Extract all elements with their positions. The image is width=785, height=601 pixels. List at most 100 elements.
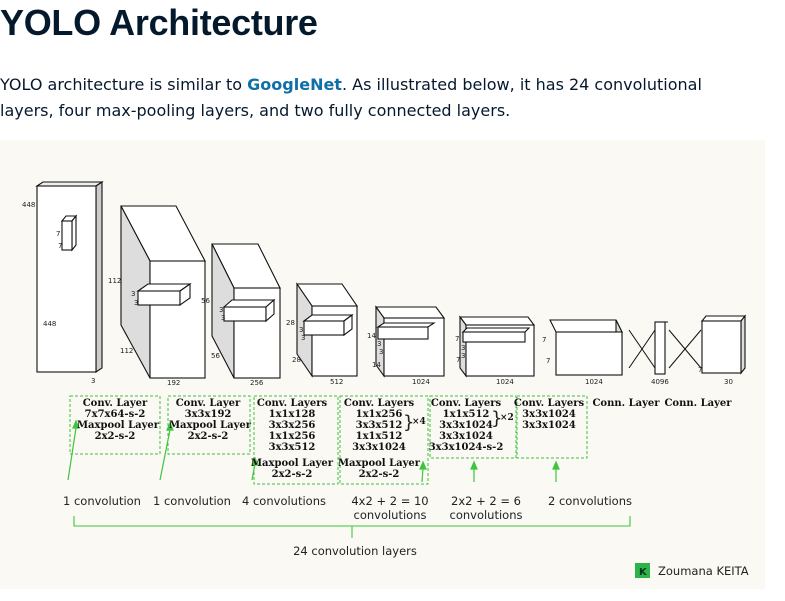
group4-line3: 1x1x512 (356, 431, 403, 442)
b2-size-label: 56 (201, 297, 210, 305)
count-4-sub: convolutions (354, 508, 427, 522)
b3-size-label: 28 (286, 319, 295, 327)
fc-channel-label: 4096 (651, 378, 669, 386)
page-title: YOLO Architecture (0, 2, 318, 43)
group4-repeat: ×4 (412, 417, 426, 427)
group6-line1: 3x3x1024 (522, 409, 576, 420)
b2-channel-label: 256 (250, 379, 264, 387)
b4-channel-label: 1024 (412, 378, 430, 386)
group2-head: Conv. Layer (176, 398, 241, 409)
count-5-sub: convolutions (450, 508, 523, 522)
input-channel-label: 3 (91, 377, 95, 385)
group5-line2: 3x3x1024 (439, 420, 493, 431)
b5-size-label: 7 (455, 335, 459, 343)
input-block (35, 180, 104, 374)
conv-block-4 (374, 305, 446, 378)
group3-line2: 3x3x256 (269, 420, 316, 431)
b5-kernel-label-2: 3 (461, 352, 465, 360)
group6-head: Conv. Layers (514, 398, 585, 409)
author-logo-icon (635, 563, 650, 578)
group3-pool-size: 2x2-s-2 (272, 469, 313, 480)
group5-line3: 3x3x1024 (439, 431, 493, 442)
group4-pool: Maxpool Layer (338, 458, 421, 469)
group1-pool: Maxpool Layer (77, 420, 160, 431)
intro-text-after: . As illustrated below, it has 24 convol… (0, 75, 702, 120)
count-4: 4x2 + 2 = 10 (351, 494, 428, 508)
yolo-architecture-figure: 448 448 3 7 7 112 112 192 3 3 56 56 256 … (0, 140, 765, 589)
total-bracket (73, 516, 631, 538)
b2-kernel-label-1: 3 (219, 306, 223, 314)
googlenet-link[interactable]: GoogleNet (247, 75, 342, 94)
b3-size-label-2: 28 (292, 356, 301, 364)
group3-line1: 1x1x128 (269, 409, 316, 420)
count-3: 4 convolutions (242, 494, 326, 508)
group2-line1: 3x3x192 (185, 409, 232, 420)
b6-kernel-label: 7 (546, 357, 550, 365)
b4-kernel-label-1: 3 (377, 340, 381, 348)
group-box-2 (167, 395, 251, 455)
group5-repeat: ×2 (500, 413, 514, 423)
b3-kernel-label-1: 3 (299, 326, 303, 334)
group5-head: Conv. Layers (431, 398, 502, 409)
group5-line4: 3x3x1024-s-2 (429, 442, 504, 453)
group-box-5 (429, 395, 517, 459)
intro-text-before: YOLO architecture is similar to (0, 75, 248, 94)
b6-channel-label: 1024 (585, 378, 603, 386)
total-label: 24 convolution layers (293, 544, 417, 558)
group3-pool: Maxpool Layer (251, 458, 334, 469)
conv-block-1 (120, 205, 206, 379)
conn-layer-2: Conn. Layer (664, 398, 732, 409)
b2-size-label-2: 56 (211, 352, 220, 360)
group4-head: Conv. Layers (344, 398, 415, 409)
conn-layer-1: Conn. Layer (592, 398, 660, 409)
group4-brace: } (403, 412, 414, 433)
b1-size-label: 112 (108, 277, 121, 285)
fc-connections (628, 329, 702, 369)
group-box-3 (253, 395, 339, 485)
group-box-6 (516, 395, 588, 459)
count-6: 2 convolutions (548, 494, 632, 508)
out-channel-label: 30 (724, 378, 733, 386)
b3-channel-label: 512 (330, 378, 343, 386)
count-1: 1 convolution (63, 494, 141, 508)
conv-block-5 (458, 315, 536, 378)
group4-line2: 3x3x512 (356, 420, 403, 431)
group2-pool-size: 2x2-s-2 (188, 431, 229, 442)
b4-size-label: 14 (367, 332, 376, 340)
b6-size-label: 7 (542, 336, 546, 344)
architecture-diagram: 448 448 3 7 7 112 112 192 3 3 56 56 256 … (22, 180, 749, 578)
b1-size-label-2: 112 (120, 347, 133, 355)
b1-kernel-label-2: 3 (134, 299, 138, 307)
group1-head: Conv. Layer (83, 398, 148, 409)
b4-kernel-label-2: 3 (379, 348, 383, 356)
svg-text:K: K (639, 567, 648, 578)
group4-line4: 3x3x1024 (352, 442, 406, 453)
group4-line1: 1x1x256 (356, 409, 403, 420)
group3-head: Conv. Layers (257, 398, 328, 409)
input-kernel-label-2: 7 (58, 242, 62, 250)
input-kernel-label-1: 7 (56, 230, 60, 238)
conv-block-2 (211, 243, 281, 379)
group5-line1: 1x1x512 (443, 409, 490, 420)
group-box-1 (69, 395, 161, 455)
intro-paragraph: YOLO architecture is similar to GoogleNe… (0, 72, 740, 124)
group-box-4 (339, 395, 429, 485)
output-block (700, 314, 747, 375)
b5-channel-label: 1024 (496, 378, 514, 386)
b1-kernel-label-1: 3 (131, 290, 135, 298)
group4-pool-size: 2x2-s-2 (359, 469, 400, 480)
group3-line3: 1x1x256 (269, 431, 316, 442)
group1-line1: 7x7x64-s-2 (85, 409, 146, 420)
input-width-label: 448 (43, 320, 56, 328)
out-size-label: 7 (698, 366, 702, 374)
conv-block-6 (549, 319, 623, 376)
conv-block-3 (295, 282, 359, 378)
author-credit: K Zoumana KEITA (635, 563, 749, 578)
group1-pool-size: 2x2-s-2 (95, 431, 136, 442)
b1-channel-label: 192 (167, 379, 180, 387)
group3-line4: 3x3x512 (269, 442, 316, 453)
input-height-label: 448 (22, 201, 35, 209)
fc-block (654, 321, 668, 375)
group5-brace: } (491, 408, 502, 429)
group6-line2: 3x3x1024 (522, 420, 576, 431)
